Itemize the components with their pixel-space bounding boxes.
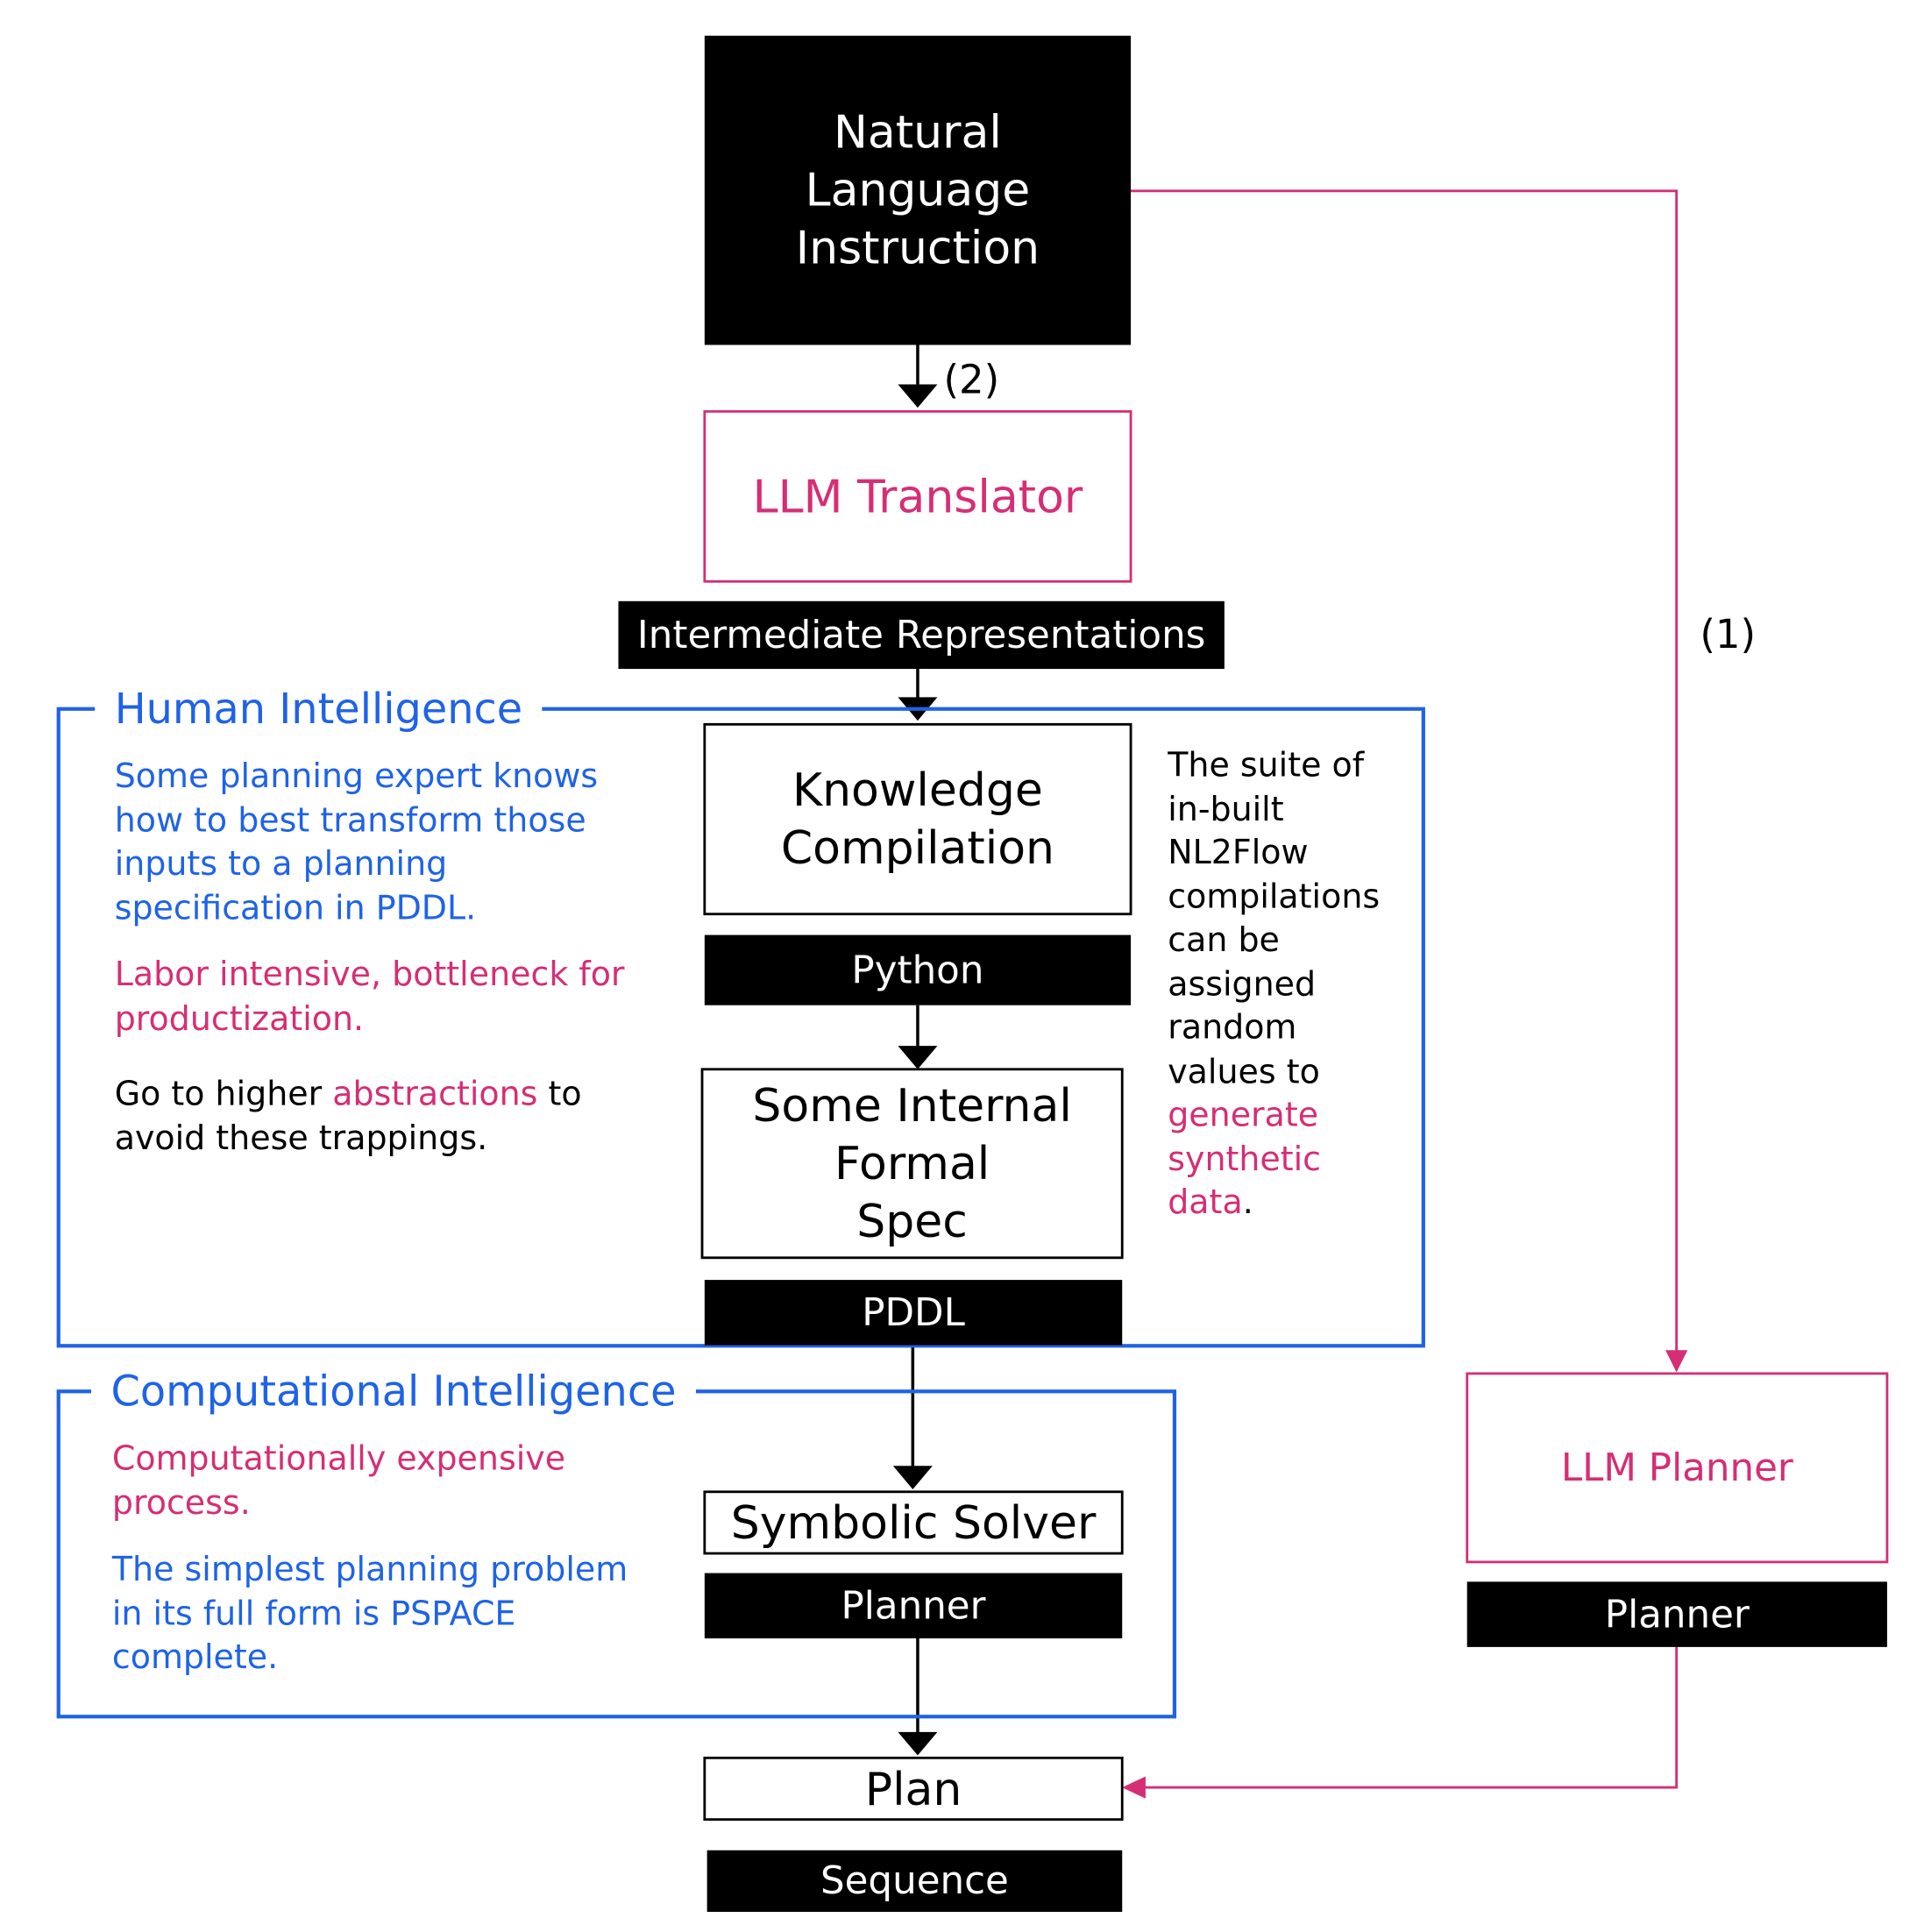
human-intelligence-title: Human Intelligence: [95, 682, 543, 737]
pddl-box: PDDL: [704, 1280, 1123, 1346]
arrowhead-nl-to-translator: [898, 384, 938, 408]
planner-box-right: Planner: [1466, 1581, 1887, 1647]
intermediate-representations-box: Intermediate Representations: [618, 600, 1225, 670]
natural-language-instruction-box: Natural Language Instruction: [704, 35, 1132, 345]
synthetic-data-highlight: generate synthetic data: [1168, 1096, 1322, 1223]
arrowhead-python-to-spec: [898, 1046, 938, 1069]
planner-box-left: Planner: [704, 1573, 1123, 1639]
knowledge-compilation-box: Knowledge Compilation: [703, 722, 1132, 916]
labor-intensive-note: Labor intensive, bottleneck for producti…: [114, 955, 625, 1038]
planner-label-left: Planner: [841, 1583, 986, 1629]
internal-formal-spec-box: Some Internal Formal Spec: [700, 1068, 1124, 1260]
sequence-box: Sequence: [706, 1850, 1123, 1913]
computational-intelligence-title: Computational Intelligence: [90, 1365, 696, 1419]
nl2flow-suite-suffix: .: [1242, 1183, 1253, 1223]
planner-label-right: Planner: [1604, 1592, 1750, 1637]
python-label: Python: [851, 948, 984, 992]
plan-box: Plan: [703, 1756, 1124, 1822]
planning-expert-note: Some planning expert knows how to best t…: [114, 757, 599, 927]
higher-abstractions-suffix: to avoid these trappings.: [114, 1075, 582, 1158]
nl2flow-suite-note: The suite of in-built NL2Flow compilatio…: [1168, 744, 1380, 1225]
intermediate-representations-label: Intermediate Representations: [636, 613, 1206, 657]
arrow-nl-to-llm-planner: [1131, 189, 1679, 1355]
path-1-label: (1): [1700, 611, 1757, 658]
pddl-label: PDDL: [862, 1290, 965, 1335]
llm-translator-box: LLM Translator: [703, 409, 1132, 583]
sequence-label: Sequence: [820, 1858, 1009, 1904]
plan-label: Plan: [864, 1762, 962, 1815]
symbolic-solver-box: Symbolic Solver: [703, 1490, 1124, 1555]
nl2flow-suite-prefix: The suite of in-built NL2Flow compilatio…: [1168, 746, 1381, 1091]
abstractions-highlight: abstractions: [332, 1075, 538, 1114]
llm-translator-label: LLM Translator: [752, 470, 1083, 523]
higher-abstractions-prefix: Go to higher: [114, 1075, 333, 1114]
python-box: Python: [704, 934, 1132, 1005]
path-2-label: (2): [943, 356, 1000, 403]
llm-planner-box: LLM Planner: [1466, 1372, 1889, 1564]
natural-language-instruction-label: Natural Language Instruction: [795, 105, 1040, 275]
computationally-expensive-note: Computationally expensive process.: [111, 1439, 566, 1523]
arrow-llm-planner-to-plan: [1143, 1646, 1679, 1789]
arrowhead-planner-to-plan: [898, 1731, 938, 1756]
arrowhead-llm-planner-to-plan: [1122, 1776, 1146, 1799]
arrowhead-nl-to-llm-planner: [1665, 1350, 1688, 1373]
arrowhead-pddl-to-solver: [892, 1466, 933, 1490]
pspace-complete-note: The simplest planning problem in its ful…: [111, 1551, 628, 1677]
higher-abstractions-note: Go to higher abstractions to avoid these…: [115, 1073, 582, 1161]
symbolic-solver-label: Symbolic Solver: [730, 1495, 1097, 1550]
internal-formal-spec-label: Some Internal Formal Spec: [752, 1079, 1072, 1248]
human-intelligence-frame: [56, 707, 1425, 1348]
llm-planner-label: LLM Planner: [1560, 1445, 1793, 1490]
knowledge-compilation-label: Knowledge Compilation: [780, 764, 1055, 875]
